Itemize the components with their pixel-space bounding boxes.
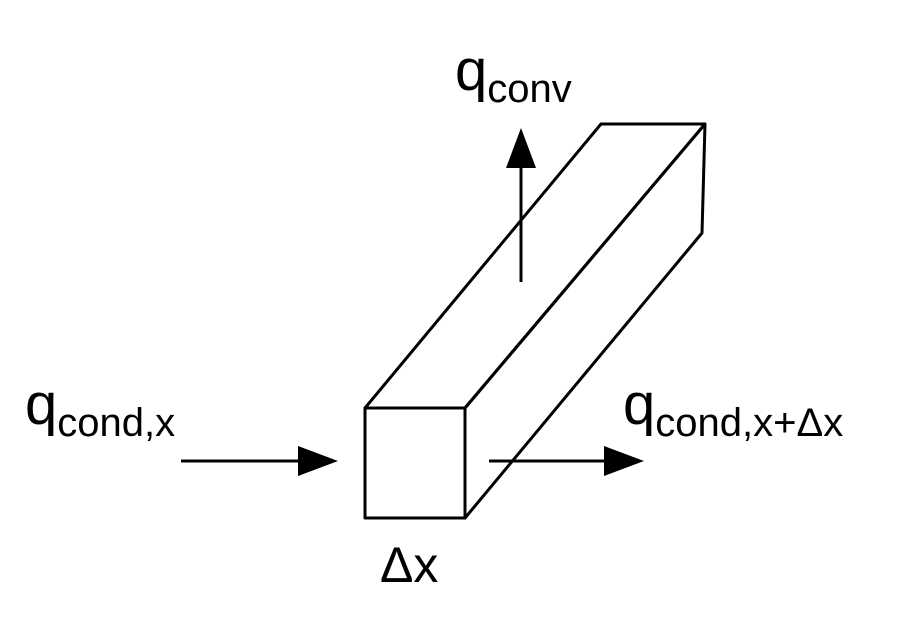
- cond-out-arrow: [489, 446, 644, 476]
- q-cond-x-dx-label: qcond,x+Δx: [623, 372, 844, 445]
- bar-front-face: [363, 406, 467, 520]
- q-cond-x-label: qcond,x: [25, 372, 176, 445]
- cond-in-arrow: [181, 446, 338, 476]
- conv-arrow: [506, 128, 536, 282]
- delta-x-label: Δx: [380, 537, 439, 593]
- bar-side-face: [463, 122, 707, 520]
- q-conv-label: qconv: [455, 38, 572, 111]
- fin-bar: [363, 122, 707, 520]
